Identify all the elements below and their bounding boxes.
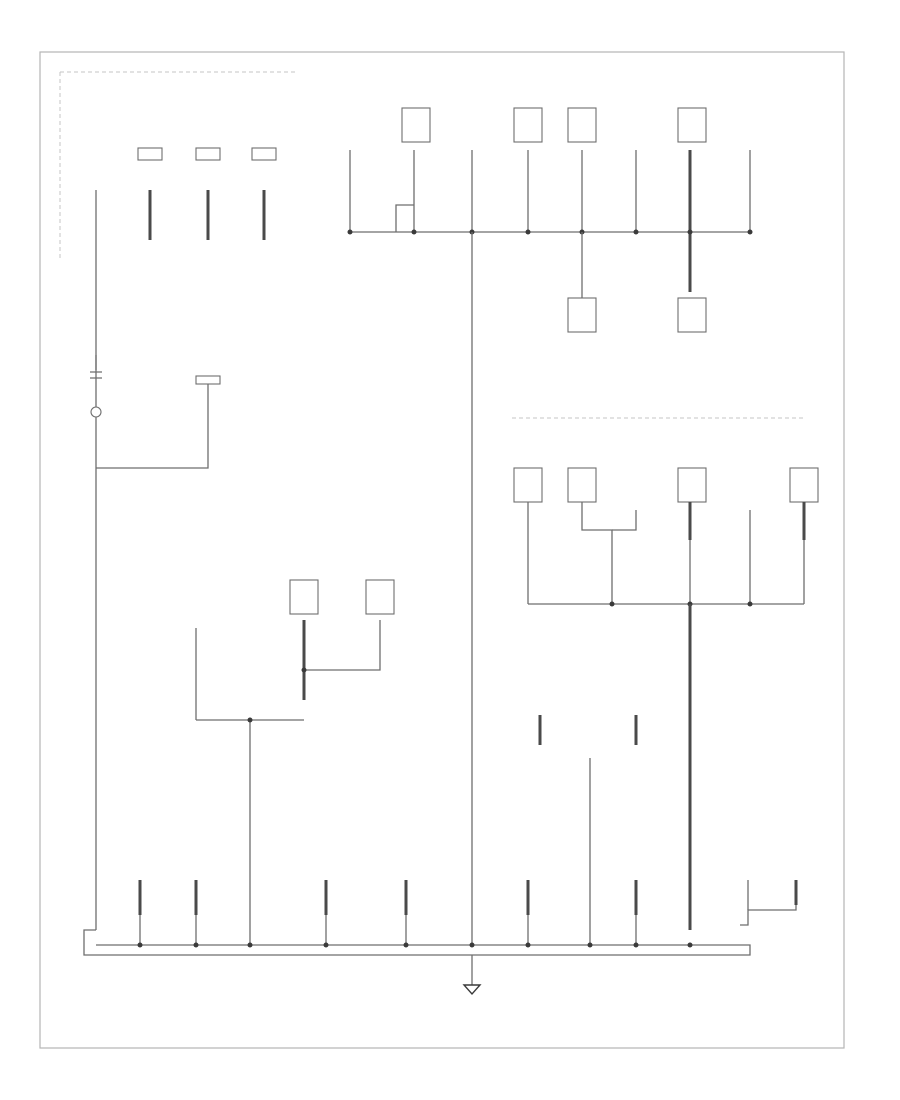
- right-middle-component-group: [513, 467, 819, 607]
- connector-box: [251, 147, 277, 161]
- top-bus-components: [347, 107, 753, 292]
- component-box: [513, 467, 543, 503]
- fuse-element: [90, 355, 102, 418]
- left-branch-wire: [96, 380, 209, 469]
- connector-box: [195, 375, 221, 385]
- component-box: [289, 579, 319, 615]
- center-left-component-group: [195, 579, 395, 945]
- bottom-row-ground-drops: [138, 880, 798, 945]
- connector-box: [137, 147, 163, 161]
- component-box: [401, 107, 431, 143]
- component-box: [567, 467, 597, 503]
- component-box: [677, 297, 707, 333]
- diagram-border: [39, 51, 845, 1049]
- component-box: [677, 467, 707, 503]
- top-left-component-group: [95, 147, 277, 240]
- lower-center-component-group: [538, 715, 638, 945]
- component-box: [365, 579, 395, 615]
- mid-right-upper-components: [567, 232, 707, 333]
- component-region-outline: [59, 71, 296, 258]
- bottom-ground-bus: [83, 929, 751, 956]
- component-box: [789, 467, 819, 503]
- component-box: [513, 107, 543, 143]
- component-box: [677, 107, 707, 143]
- component-box: [567, 107, 597, 143]
- ground-symbol-icon: [462, 955, 482, 996]
- connector-box: [195, 147, 221, 161]
- component-box: [567, 297, 597, 333]
